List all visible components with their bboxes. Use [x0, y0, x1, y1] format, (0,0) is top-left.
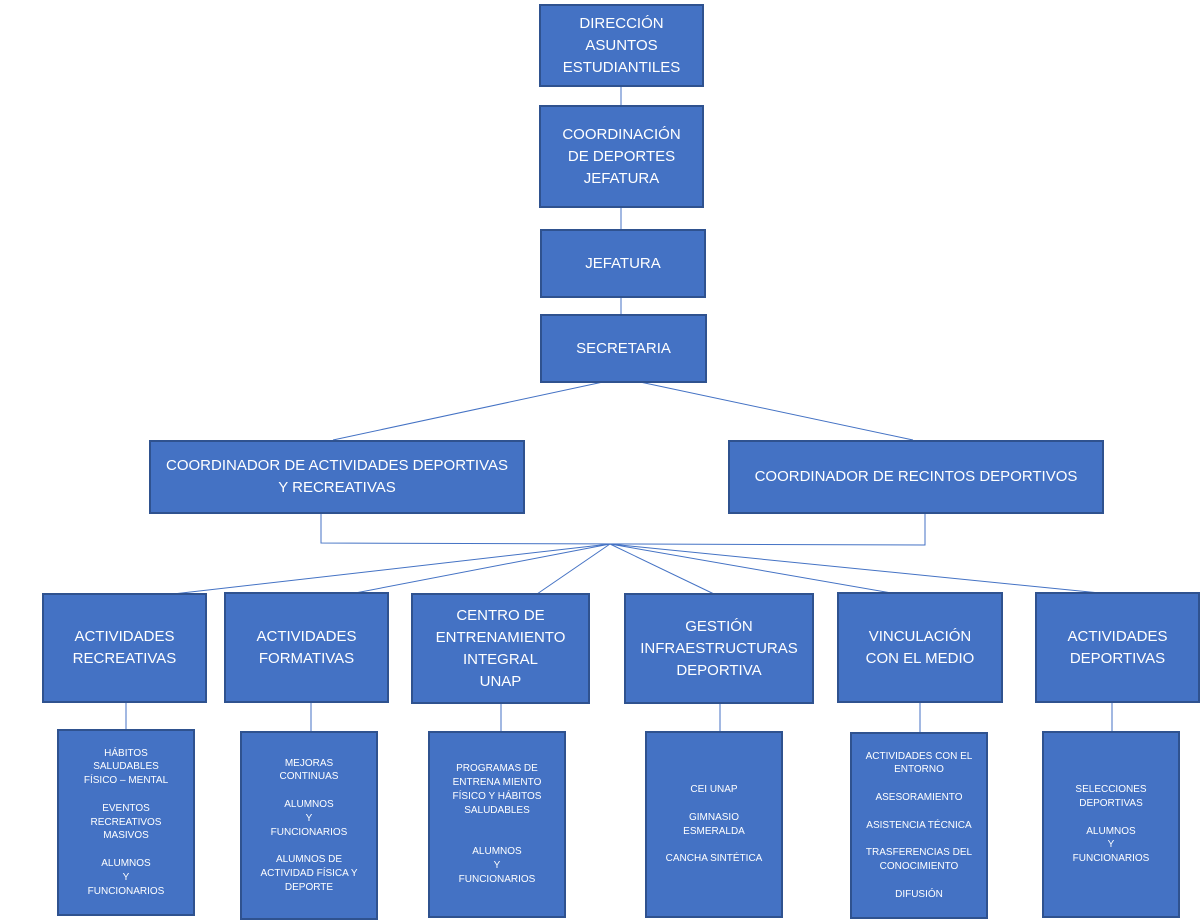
box-direccion-asuntos-estudiantiles: DIRECCIÓN ASUNTOS ESTUDIANTILES — [539, 4, 704, 87]
box-secretaria: SECRETARIA — [540, 314, 707, 383]
box-coordinador-actividades: COORDINADOR DE ACTIVIDADES DEPORTIVAS Y … — [149, 440, 525, 514]
connector — [609, 543, 1111, 595]
detail-actividades-deportivas: SELECCIONES DEPORTIVAS ALUMNOS Y FUNCION… — [1042, 731, 1180, 918]
detail-actividades-formativas: MEJORAS CONTINUAS ALUMNOS Y FUNCIONARIOS… — [240, 731, 378, 920]
connector — [536, 543, 611, 595]
detail-centro-entrenamiento: PROGRAMAS DE ENTRENA MIENTO FÍSICO Y HÁB… — [428, 731, 566, 918]
box-coordinacion-deportes: COORDINACIÓN DE DEPORTES JEFATURA — [539, 105, 704, 208]
connector — [320, 513, 926, 546]
detail-vinculacion-medio: ACTIVIDADES CON EL ENTORNO ASESORAMIENTO… — [850, 732, 988, 919]
box-jefatura: JEFATURA — [540, 229, 706, 298]
detail-actividades-recreativas: HÁBITOS SALUDABLES FÍSICO – MENTAL EVENT… — [57, 729, 195, 916]
detail-gestion-infraestructuras: CEI UNAP GIMNASIO ESMERALDA CANCHA SINTÉ… — [645, 731, 783, 918]
connector — [609, 543, 898, 595]
box-vinculacion-medio: VINCULACIÓN CON EL MEDIO — [837, 592, 1003, 703]
box-actividades-deportivas: ACTIVIDADES DEPORTIVAS — [1035, 592, 1200, 703]
box-coordinador-recintos: COORDINADOR DE RECINTOS DEPORTIVOS — [728, 440, 1104, 514]
connector — [639, 381, 914, 441]
box-actividades-recreativas: ACTIVIDADES RECREATIVAS — [42, 593, 207, 703]
box-actividades-formativas: ACTIVIDADES FORMATIVAS — [224, 592, 389, 703]
box-centro-entrenamiento: CENTRO DE ENTRENAMIENTO INTEGRAL UNAP — [411, 593, 590, 704]
connector — [349, 543, 611, 595]
connector — [332, 381, 604, 441]
connector — [609, 543, 715, 595]
connector — [172, 543, 611, 595]
box-gestion-infraestructuras: GESTIÓN INFRAESTRUCTURAS DEPORTIVA — [624, 593, 814, 704]
